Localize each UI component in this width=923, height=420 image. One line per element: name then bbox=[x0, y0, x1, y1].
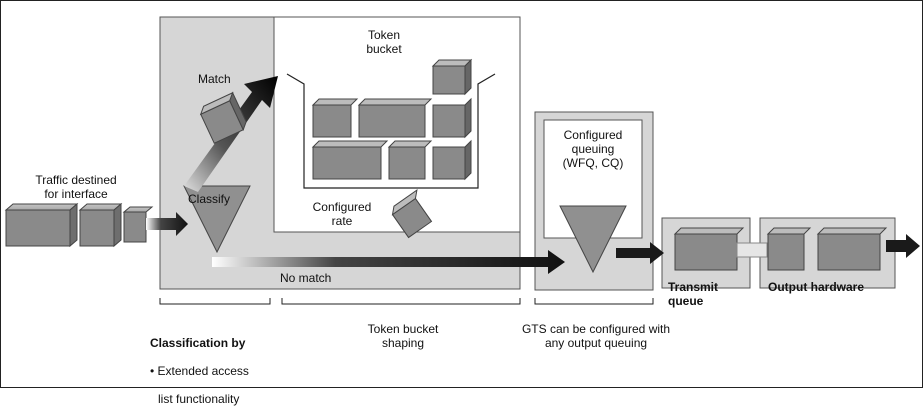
no-match-label: No match bbox=[280, 271, 332, 285]
gts-diagram: Traffic destined for interface Match Cla… bbox=[0, 0, 923, 406]
gts-note-label: GTS can be configured with any output qu… bbox=[521, 322, 671, 350]
rate-packet bbox=[391, 189, 433, 239]
input-arrow bbox=[146, 212, 188, 236]
token-bucket-shaping-label: Token bucket shaping bbox=[367, 322, 439, 350]
diagram-canvas bbox=[0, 0, 923, 388]
token-bucket-outline bbox=[286, 73, 496, 189]
configured-rate-label: Configured rate bbox=[312, 200, 372, 228]
classification-title: Classification by bbox=[150, 336, 246, 350]
match-label: Match bbox=[198, 72, 231, 86]
match-packet bbox=[199, 91, 247, 144]
output-hardware-label: Output hardware bbox=[768, 280, 865, 294]
input-packet-3 bbox=[122, 206, 154, 243]
classify-triangle bbox=[183, 185, 251, 254]
queuing-triangle bbox=[559, 205, 627, 274]
token-bucket-label: Token bucket bbox=[366, 28, 402, 56]
output-arrow bbox=[886, 234, 920, 258]
classification-block: Classification by • Extended access list… bbox=[150, 322, 249, 420]
queue-out-arrow bbox=[616, 242, 664, 264]
no-match-arrow bbox=[212, 250, 565, 274]
traffic-label: Traffic destined for interface bbox=[35, 173, 117, 201]
hw-packet-2 bbox=[816, 227, 888, 271]
classification-item-cont: list functionality bbox=[158, 392, 240, 406]
token-block bbox=[311, 58, 473, 181]
link-connector bbox=[736, 242, 768, 258]
transmit-packet bbox=[673, 227, 745, 271]
section-brackets bbox=[159, 298, 654, 305]
input-packet-2 bbox=[78, 202, 123, 248]
classification-item: • Extended access bbox=[150, 364, 249, 378]
configured-queuing-label: Configured queuing (WFQ, CQ) bbox=[562, 128, 624, 170]
transmit-queue-label: Transmit queue bbox=[668, 280, 719, 308]
classify-label: Classify bbox=[188, 192, 231, 206]
input-packet-1 bbox=[4, 202, 79, 248]
hw-packet-1 bbox=[766, 227, 812, 271]
